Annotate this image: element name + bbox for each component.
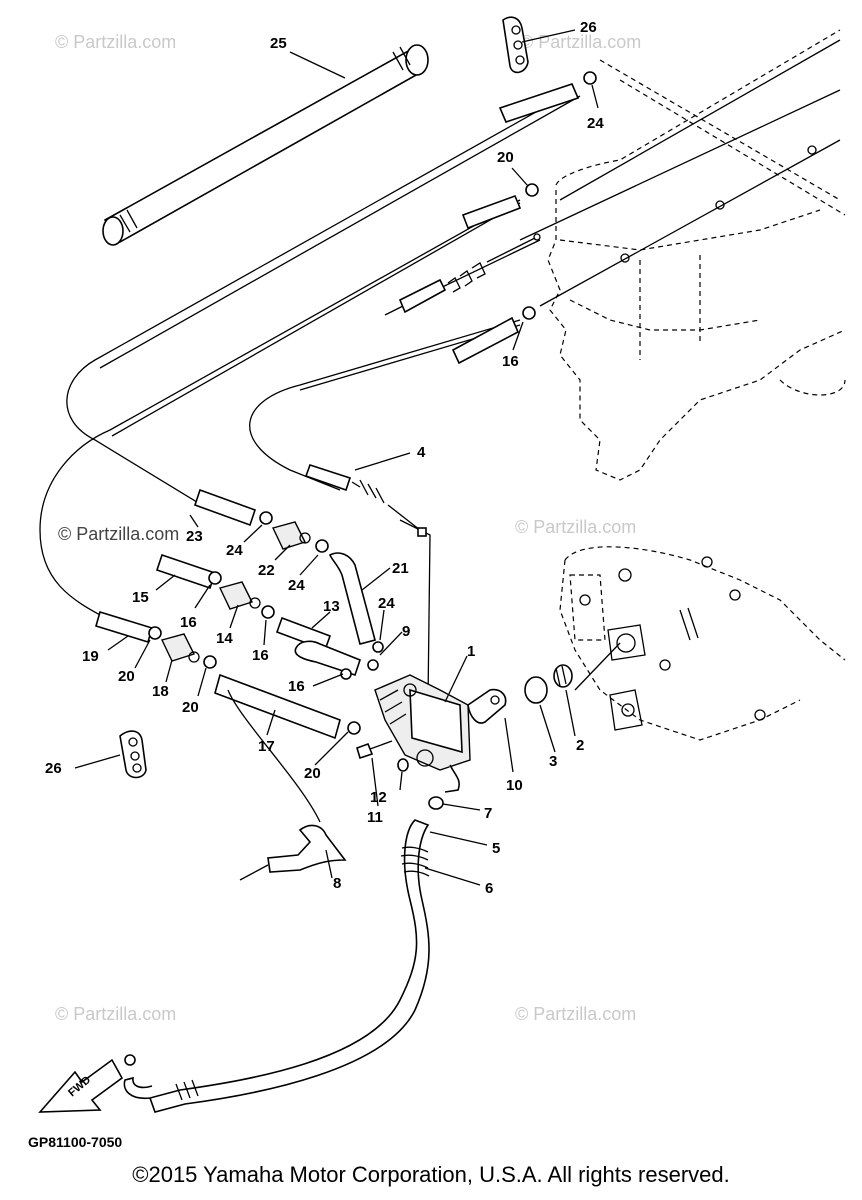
callout-21: 21	[392, 560, 409, 577]
watermark: © Partzilla.com	[515, 517, 636, 537]
callout-10: 10	[506, 777, 523, 794]
engine-outline	[547, 29, 846, 741]
callout-16: 16	[288, 678, 305, 695]
callout-12: 12	[370, 789, 387, 806]
part-25-tube	[102, 44, 429, 246]
callout-13: 13	[323, 598, 340, 615]
watermark: © Partzilla.com	[55, 32, 176, 52]
leader-lines	[74, 29, 621, 886]
callout-9: 9	[402, 623, 410, 640]
callout-24: 24	[378, 595, 395, 612]
callout-23: 23	[186, 528, 203, 545]
callout-22: 22	[258, 562, 275, 579]
callout-3: 3	[549, 753, 557, 770]
callout-1: 1	[467, 643, 475, 660]
callout-20: 20	[182, 699, 199, 716]
part-8-hose	[227, 689, 347, 881]
callout-24: 24	[587, 115, 604, 132]
callouts: 25 26 24 20 16 4 23 24 22 24 21 15 16 14…	[45, 19, 604, 897]
callout-24: 24	[288, 577, 305, 594]
callout-20: 20	[304, 765, 321, 782]
callout-25: 25	[270, 35, 287, 52]
fwd-arrow: FWD	[38, 1058, 124, 1113]
callout-24: 24	[226, 542, 243, 559]
callout-26: 26	[580, 19, 597, 36]
watermark: © Partzilla.com	[58, 524, 179, 544]
callout-26: 26	[45, 760, 62, 777]
copyright-notice: ©2015 Yamaha Motor Corporation, U.S.A. A…	[132, 1162, 730, 1187]
part-26-clip-bottom	[119, 730, 147, 779]
callout-11: 11	[367, 809, 383, 826]
diagram-code: GP81100-7050	[28, 1134, 123, 1150]
callout-2: 2	[576, 737, 584, 754]
part-4-cable	[304, 233, 541, 537]
callout-18: 18	[152, 683, 169, 700]
callout-4: 4	[417, 444, 426, 461]
part-1-oil-pump	[356, 664, 573, 810]
callout-17: 17	[258, 738, 275, 755]
part-5-6-hose	[123, 819, 430, 1113]
callout-20: 20	[497, 149, 514, 166]
part-26-clip-top	[502, 16, 529, 74]
callout-19: 19	[82, 648, 99, 665]
callout-14: 14	[216, 630, 233, 647]
callout-20: 20	[118, 668, 135, 685]
watermark: © Partzilla.com	[55, 1004, 176, 1024]
hose-assemblies	[95, 71, 597, 740]
callout-5: 5	[492, 840, 500, 857]
watermark: © Partzilla.com	[520, 32, 641, 52]
watermark: © Partzilla.com	[515, 1004, 636, 1024]
tube-segments	[451, 83, 580, 365]
cable-routes	[39, 39, 841, 701]
callout-8: 8	[333, 875, 341, 892]
callout-16: 16	[180, 614, 197, 631]
callout-15: 15	[132, 589, 149, 606]
callout-16: 16	[252, 647, 269, 664]
callout-16: 16	[502, 353, 519, 370]
callout-7: 7	[484, 805, 492, 822]
callout-6: 6	[485, 880, 493, 897]
